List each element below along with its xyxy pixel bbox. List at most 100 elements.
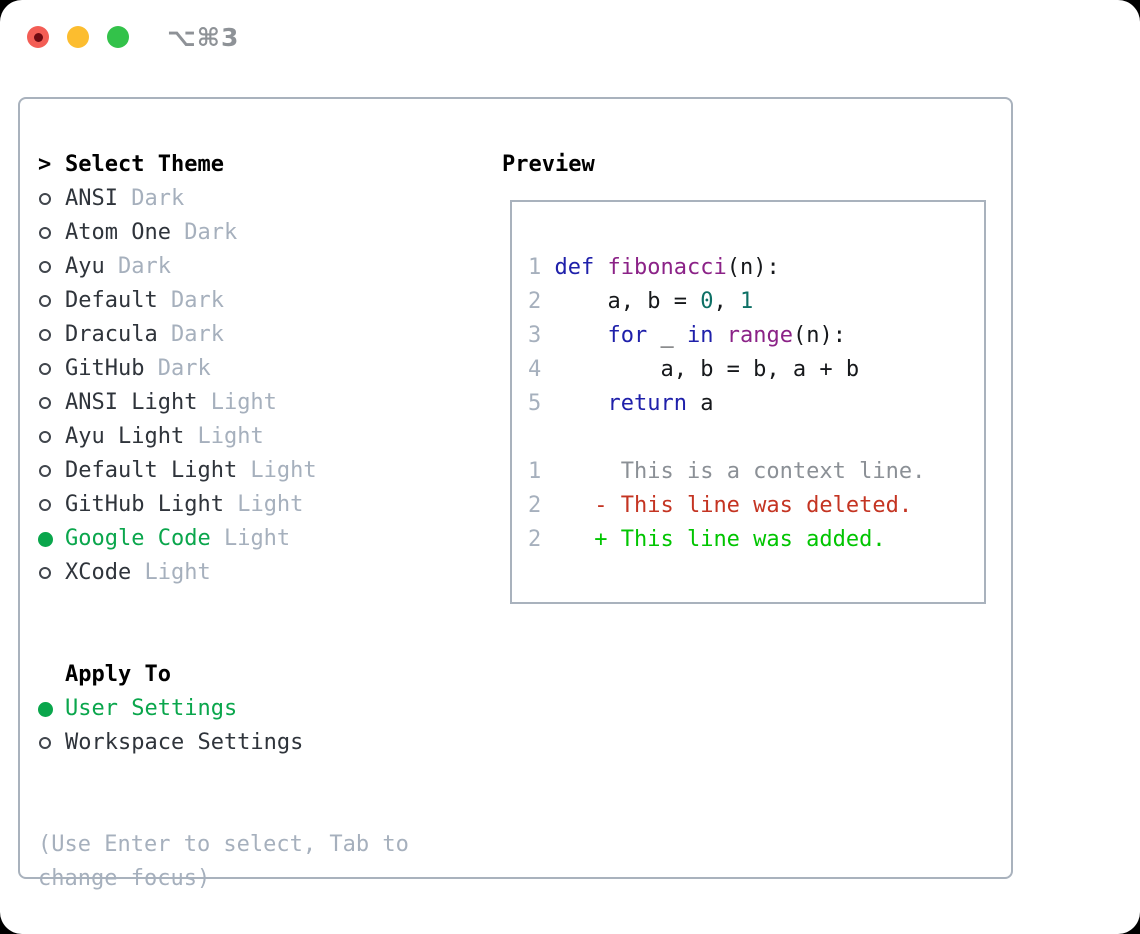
theme-name: ANSI Light [65,390,198,415]
select-theme-title: Select Theme [65,152,224,177]
theme-variant-tag: Light [184,424,264,449]
line-number: 3 [528,323,542,348]
preview-column: Preview 1 def fibonacci(n):2 a, b = 0, 1… [502,148,986,604]
code-token: for [607,323,648,348]
theme-name: Ayu [65,254,105,279]
theme-option-ansi[interactable]: ANSI Dark [38,182,409,216]
radio-icon [38,295,65,307]
radio-icon [38,193,65,205]
theme-name: GitHub Light [65,492,224,517]
radio-icon [38,397,65,409]
theme-option-github-light[interactable]: GitHub Light Light [38,488,409,522]
theme-variant-tag: Light [131,560,211,585]
line-number: 1 [528,459,542,484]
spacer [528,421,984,455]
line-number: 2 [528,493,542,518]
code-token: in [686,323,714,348]
theme-variant-tag: Light [223,492,304,517]
help-text: (Use Enter to select, Tab to change focu… [38,828,409,896]
theme-option-github[interactable]: GitHub Dark [38,352,409,386]
theme-name: Default Light [65,458,238,483]
diff-line-context: 1 This is a context line. [528,455,984,489]
apply-option-user-settings[interactable]: User Settings [38,692,409,726]
radio-selected-icon [38,701,65,717]
apply-to-header: Apply To [38,658,409,692]
code-line: 2 a, b = 0, 1 [528,285,984,319]
theme-option-default[interactable]: Default Dark [38,284,409,318]
radio-icon [38,261,65,273]
minimize-button[interactable] [67,26,89,48]
diff-line-added: 2 + This line was added. [528,523,984,557]
maximize-button[interactable] [107,26,129,48]
code-token: _ [647,323,687,348]
code-token [555,323,608,348]
radio-icon [38,499,65,511]
line-number: 1 [528,255,542,280]
theme-variant-tag: Dark [117,186,185,211]
theme-name: ANSI [65,186,118,211]
prompt-cursor-icon: > [38,152,52,177]
theme-option-default-light[interactable]: Default Light Light [38,454,409,488]
code-token: 0 [700,289,714,314]
help-line-1: (Use Enter to select, Tab to [38,832,409,857]
theme-option-dracula[interactable]: Dracula Dark [38,318,409,352]
line-number: 2 [528,527,542,552]
radio-icon [38,465,65,477]
diff-line-deleted: 2 - This line was deleted. [528,489,984,523]
diff-text: - This line was deleted. [594,493,913,518]
code-token: , [713,289,740,314]
radio-icon [38,737,65,749]
code-token: a [686,391,714,416]
code-token: a, b = b, a + b [554,357,860,382]
theme-option-ayu-light[interactable]: Ayu Light Light [38,420,409,454]
line-number: 2 [528,289,542,314]
theme-option-ayu[interactable]: Ayu Dark [38,250,409,284]
theme-variant-tag: Light [237,458,317,483]
theme-variant-tag: Dark [170,220,238,245]
diff-sample: 1 This is a context line.2 - This line w… [528,455,984,557]
theme-option-ansi-light[interactable]: ANSI Light Light [38,386,409,420]
code-line: 1 def fibonacci(n): [528,251,984,285]
theme-variant-tag: Dark [157,322,224,347]
apply-option-label: User Settings [65,696,238,721]
theme-variant-tag: Dark [157,288,224,313]
theme-option-google-code[interactable]: Google Code Light [38,522,409,556]
theme-variant-tag: Dark [144,356,211,381]
code-token [594,255,607,280]
spacer [38,590,409,658]
code-token: def [554,255,595,280]
preview-header: Preview [502,148,986,182]
radio-icon [38,329,65,341]
theme-option-xcode[interactable]: XCode Light [38,556,409,590]
theme-name: GitHub [65,356,145,381]
line-number: 5 [528,391,542,416]
code-token: 1 [739,289,754,314]
window-title: ⌥⌘3 [167,22,240,52]
code-line: 5 return a [528,387,984,421]
theme-name: Dracula [65,322,158,347]
diff-text: + This line was added. [594,527,886,552]
code-token: (n): [792,323,846,348]
code-token [555,391,608,416]
code-token: (n): [726,255,780,280]
spacer [38,760,409,828]
theme-variant-tag: Light [197,390,277,415]
theme-name: Default [65,288,158,313]
theme-name: Google Code [65,526,211,551]
close-dot-icon [33,32,43,42]
code-line: 3 for _ in range(n): [528,319,984,353]
radio-selected-icon [38,531,65,547]
apply-option-workspace-settings[interactable]: Workspace Settings [38,726,409,760]
theme-option-atom-one[interactable]: Atom One Dark [38,216,409,250]
radio-icon [38,227,65,239]
code-line: 4 a, b = b, a + b [528,353,984,387]
close-button[interactable] [27,26,49,48]
line-number: 4 [528,357,542,382]
